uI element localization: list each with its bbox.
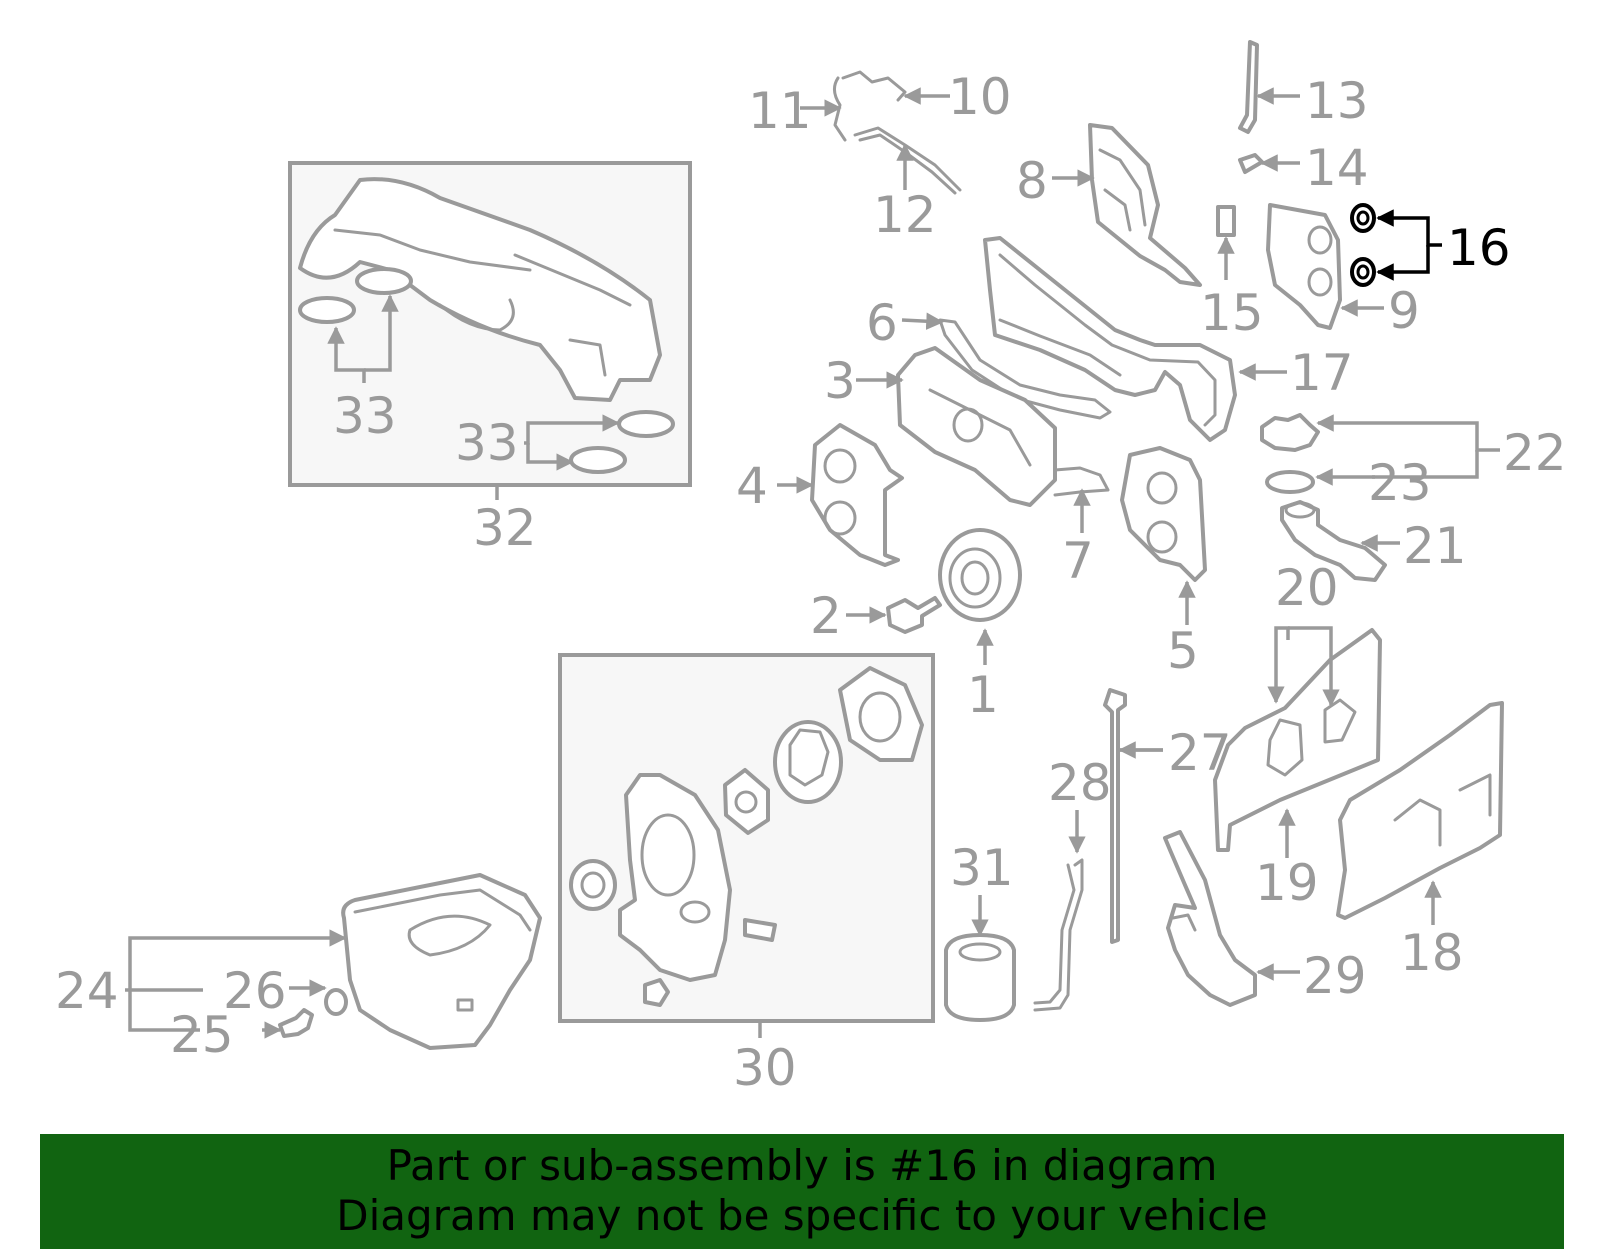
callout-3[interactable]: 3 (824, 352, 856, 410)
lower-engine-parts[interactable] (278, 628, 1504, 1050)
timing-cover-parts[interactable] (810, 40, 1387, 634)
callout-23[interactable]: 23 (1368, 454, 1432, 512)
callout-labels: 1 2 3 4 5 6 7 8 9 10 11 12 13 14 15 16 1… (55, 68, 1567, 1097)
callout-4[interactable]: 4 (736, 457, 768, 515)
callout-9[interactable]: 9 (1388, 282, 1420, 340)
callout-14[interactable]: 14 (1305, 139, 1369, 197)
callout-12[interactable]: 12 (873, 186, 937, 244)
callout-7[interactable]: 7 (1062, 532, 1094, 590)
callout-13[interactable]: 13 (1305, 72, 1369, 130)
callout-21[interactable]: 21 (1403, 517, 1467, 575)
banner-line-part: Part or sub-assembly is #16 in diagram (386, 1141, 1218, 1190)
callout-16-highlighted[interactable]: 16 (1447, 219, 1511, 277)
part-16-seals[interactable] (1350, 203, 1376, 287)
leader-lines (125, 87, 1500, 1039)
manifold-gasket[interactable] (355, 267, 413, 295)
callout-18[interactable]: 18 (1400, 924, 1464, 982)
manifold-gasket[interactable] (617, 410, 675, 438)
callout-5[interactable]: 5 (1167, 622, 1199, 680)
manifold-gasket[interactable] (569, 446, 627, 474)
callout-33-upper[interactable]: 33 (333, 387, 397, 445)
callout-17[interactable]: 17 (1290, 344, 1354, 402)
callout-22[interactable]: 22 (1503, 424, 1567, 482)
callout-29[interactable]: 29 (1303, 947, 1367, 1005)
callout-11[interactable]: 11 (748, 82, 812, 140)
callout-20[interactable]: 20 (1275, 559, 1339, 617)
manifold-gasket[interactable] (298, 296, 356, 324)
callout-32[interactable]: 32 (473, 499, 537, 557)
intake-manifold-assembly-box[interactable] (288, 161, 692, 487)
callout-19[interactable]: 19 (1255, 854, 1319, 912)
callout-15[interactable]: 15 (1200, 284, 1264, 342)
banner-line-disclaimer: Diagram may not be specific to your vehi… (336, 1191, 1268, 1240)
callout-33-lower[interactable]: 33 (455, 414, 519, 472)
callout-10[interactable]: 10 (948, 68, 1012, 126)
callout-6[interactable]: 6 (866, 294, 898, 352)
callout-2[interactable]: 2 (810, 587, 842, 645)
oil-pump-assembly-box[interactable] (558, 653, 935, 1023)
callout-24[interactable]: 24 (55, 962, 119, 1020)
callout-30[interactable]: 30 (733, 1039, 797, 1097)
callout-31[interactable]: 31 (950, 839, 1014, 897)
callout-8[interactable]: 8 (1016, 152, 1048, 210)
info-banner: Part or sub-assembly is #16 in diagram D… (40, 1134, 1564, 1249)
callout-26[interactable]: 26 (223, 962, 287, 1020)
callout-27[interactable]: 27 (1168, 724, 1232, 782)
callout-1[interactable]: 1 (967, 666, 999, 724)
callout-28[interactable]: 28 (1048, 754, 1112, 812)
callout-25[interactable]: 25 (170, 1006, 234, 1064)
